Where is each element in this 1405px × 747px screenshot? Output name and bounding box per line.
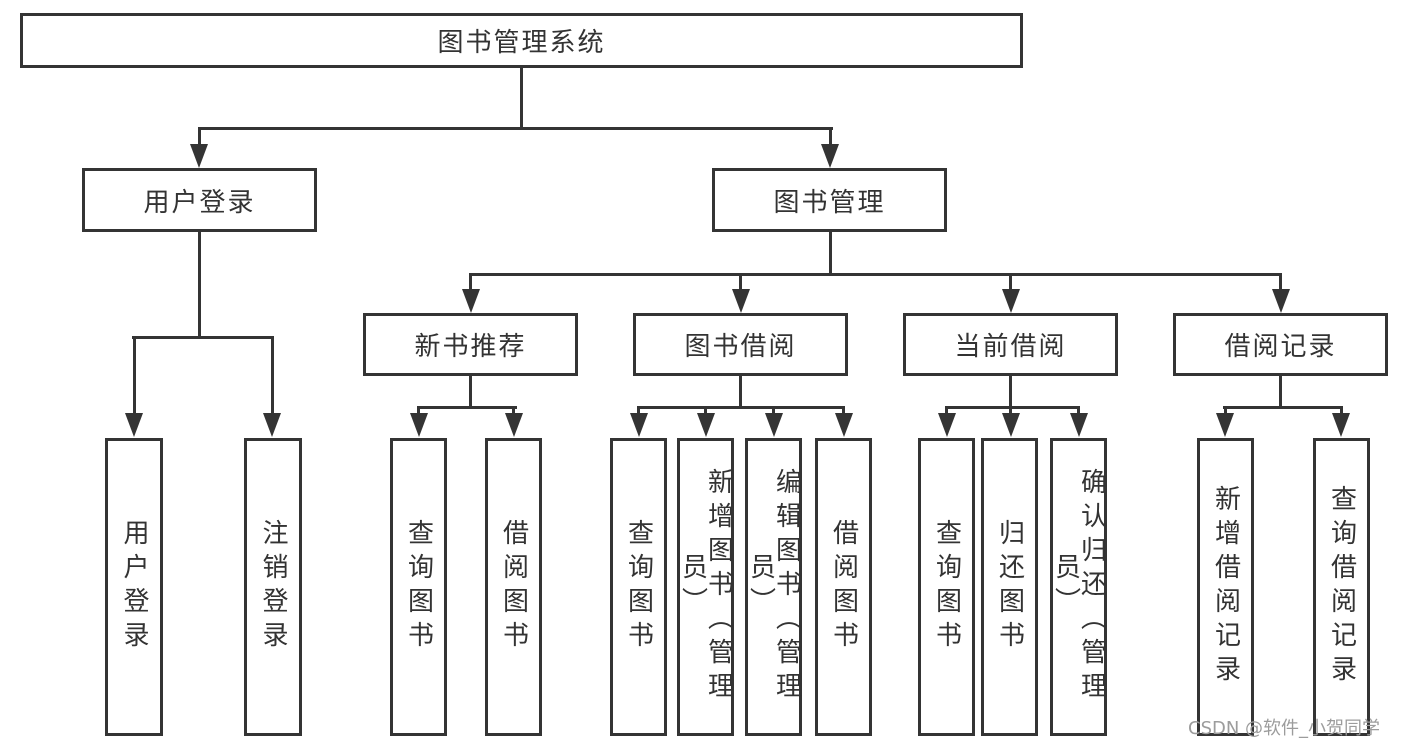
- connector-recommend-hline: [417, 406, 517, 409]
- node-book-management: 图书管理: [712, 168, 947, 232]
- leaf-borrow-book-label: 借阅图书: [828, 519, 859, 655]
- connector-currentborrow-hline: [945, 406, 1080, 409]
- leaf-borrow-book-recommend: 借阅图书: [485, 438, 542, 736]
- arrow-down-icon: [1002, 289, 1020, 313]
- connector-recommend-vline: [469, 376, 472, 409]
- leaf-return-book: 归还图书: [981, 438, 1038, 736]
- leaf-add-borrow-record-label: 新增借阅记录: [1210, 485, 1241, 689]
- connector-bookborrow-vline: [739, 376, 742, 409]
- connector-userlogin-hline: [132, 336, 274, 339]
- node-root-system: 图书管理系统: [20, 13, 1023, 68]
- leaf-query-books-borrow-label: 查询图书: [623, 519, 654, 655]
- leaf-query-books-recommend-label: 查询图书: [403, 519, 434, 655]
- node-borrow-records-label: 借阅记录: [1224, 332, 1337, 362]
- node-book-management-label: 图书管理: [773, 187, 886, 218]
- arrow-down-icon: [835, 413, 853, 437]
- connector-l3-stub: [1009, 276, 1012, 292]
- leaf-query-books-current-label: 查询图书: [931, 519, 962, 655]
- node-new-book-recommend: 新书推荐: [363, 313, 578, 376]
- leaf-add-borrow-record: 新增借阅记录: [1197, 438, 1254, 736]
- arrow-down-icon: [821, 144, 839, 168]
- arrow-down-icon: [263, 413, 281, 437]
- connector-records-vline: [1279, 376, 1282, 409]
- arrow-down-icon: [1272, 289, 1290, 313]
- arrow-down-icon: [505, 413, 523, 437]
- leaf-confirm-return-admin: 确认归还（管理员）: [1050, 438, 1107, 736]
- connector-records-hline: [1223, 406, 1343, 409]
- node-book-borrow: 图书借阅: [633, 313, 848, 376]
- connector-bookmgmt-hline: [469, 273, 1282, 276]
- leaf-query-books-current: 查询图书: [918, 438, 975, 736]
- leaf-add-book-admin: 新增图书（管理员）: [677, 438, 734, 736]
- leaf-edit-book-admin: 编辑图书（管理员）: [745, 438, 802, 736]
- leaf-query-books-recommend: 查询图书: [390, 438, 447, 736]
- connector-l3-stub: [1279, 276, 1282, 292]
- connector-bookborrow-hline: [637, 406, 845, 409]
- leaf-return-book-label: 归还图书: [994, 519, 1025, 655]
- leaf-edit-book-admin-label: 编辑图书（管理员）: [745, 468, 802, 706]
- arrow-down-icon: [732, 289, 750, 313]
- leaf-query-borrow-record: 查询借阅记录: [1313, 438, 1370, 736]
- node-current-borrow-label: 当前借阅: [954, 332, 1067, 362]
- node-book-borrow-label: 图书借阅: [684, 332, 797, 362]
- connector-bookmgmt-stub: [829, 130, 832, 146]
- leaf-query-books-borrow: 查询图书: [610, 438, 667, 736]
- arrow-down-icon: [190, 144, 208, 168]
- arrow-down-icon: [410, 413, 428, 437]
- connector-currentborrow-vline: [1009, 376, 1012, 409]
- connector-bookmgmt-vline: [829, 232, 832, 276]
- leaf-borrow-book-recommend-label: 借阅图书: [498, 519, 529, 655]
- leaf-query-borrow-record-label: 查询借阅记录: [1326, 485, 1357, 689]
- arrow-down-icon: [1216, 413, 1234, 437]
- arrow-down-icon: [462, 289, 480, 313]
- csdn-watermark: CSDN @软件_小贺同学: [1188, 718, 1381, 739]
- arrow-down-icon: [1002, 413, 1020, 437]
- connector-leaf-stub: [133, 339, 136, 419]
- arrow-down-icon: [125, 413, 143, 437]
- node-borrow-records: 借阅记录: [1173, 313, 1388, 376]
- connector-userlogin-stub: [198, 130, 201, 146]
- leaf-add-book-admin-label: 新增图书（管理员）: [677, 468, 734, 706]
- connector-leaf-stub: [271, 339, 274, 419]
- arrow-down-icon: [697, 413, 715, 437]
- leaf-user-login: 用户登录: [105, 438, 163, 736]
- connector-root-vline: [520, 68, 523, 130]
- leaf-logout: 注销登录: [244, 438, 302, 736]
- leaf-borrow-book: 借阅图书: [815, 438, 872, 736]
- node-new-book-recommend-label: 新书推荐: [414, 332, 527, 362]
- arrow-down-icon: [630, 413, 648, 437]
- node-user-login: 用户登录: [82, 168, 317, 232]
- leaf-user-login-label: 用户登录: [119, 519, 149, 655]
- leaf-confirm-return-admin-label: 确认归还（管理员）: [1050, 468, 1107, 706]
- node-user-login-label: 用户登录: [143, 187, 256, 218]
- node-current-borrow: 当前借阅: [903, 313, 1118, 376]
- connector-l3-stub: [739, 276, 742, 292]
- arrow-down-icon: [1070, 413, 1088, 437]
- connector-root-hline: [198, 127, 833, 130]
- arrow-down-icon: [765, 413, 783, 437]
- node-root-label: 图书管理系统: [437, 28, 606, 58]
- connector-userlogin-vline: [198, 232, 201, 339]
- connector-l3-stub: [469, 276, 472, 292]
- arrow-down-icon: [938, 413, 956, 437]
- arrow-down-icon: [1332, 413, 1350, 437]
- leaf-logout-label: 注销登录: [258, 519, 288, 655]
